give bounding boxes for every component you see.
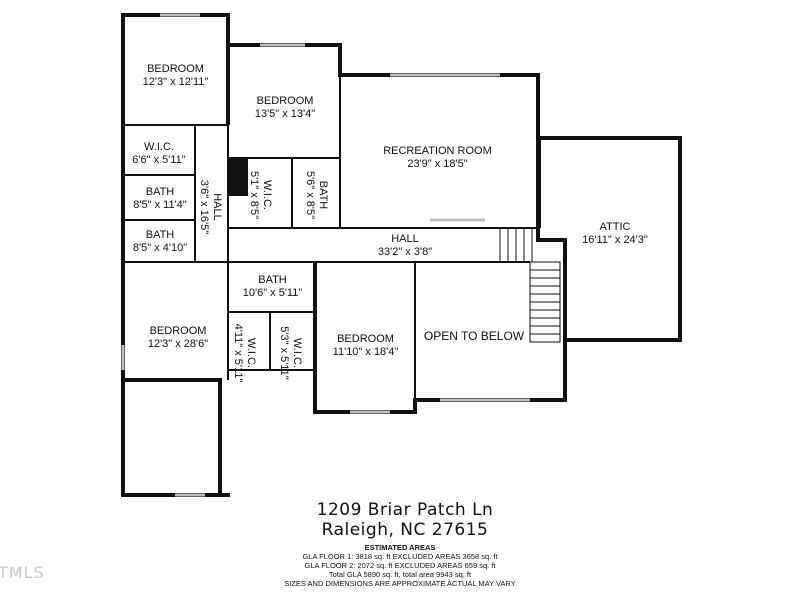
room-attic: ATTIC 16'11" x 24'3" xyxy=(565,221,665,247)
areas-line-4: SIZES AND DIMENSIONS ARE APPROXIMATE ACT… xyxy=(284,579,516,588)
room-bedroom-3: BEDROOM 12'3" x 28'6" xyxy=(128,325,228,351)
areas-line-1: GLA FLOOR 1: 3818 sq. ft EXCLUDED AREAS … xyxy=(302,552,498,561)
areas-line-3: Total GLA 5890 sq. ft, total area 9943 s… xyxy=(328,570,472,579)
room-dims: 12'3" x 28'6" xyxy=(147,338,209,350)
room-dims: 23'9" x 18'5" xyxy=(407,158,468,170)
room-name: HALL xyxy=(211,193,223,221)
room-dims: 16'11" x 24'3" xyxy=(582,234,648,246)
room-dims: 5'3" x 5'11" xyxy=(278,326,290,380)
room-name: W.I.C. xyxy=(245,338,257,368)
room-name: W.I.C. xyxy=(291,338,303,368)
room-dims: 10'6" x 5'11" xyxy=(242,287,303,299)
room-name: BATH xyxy=(145,229,175,241)
watermark: TMLS xyxy=(0,563,45,582)
room-bath-2: BATH 8'5" x 4'10" xyxy=(124,229,196,255)
room-dims: 33'2" x 3'8" xyxy=(377,246,433,258)
room-dims: 5'1" x 8'5" xyxy=(248,170,260,220)
room-open-below: OPEN TO BELOW xyxy=(418,330,530,343)
room-dims: 3'6" x 16'5" xyxy=(198,179,210,235)
room-bath-3: BATH 5'6" x 8'5" xyxy=(303,165,329,225)
property-address: 1209 Briar Patch Ln Raleigh, NC 27615 xyxy=(290,500,520,540)
room-name: ATTIC xyxy=(599,221,631,233)
room-dims: 8'5" x 11'4" xyxy=(133,199,187,211)
room-wic-3: W.I.C. 4'11" x 5'11" xyxy=(231,323,257,383)
room-name: BEDROOM xyxy=(256,95,314,107)
areas-heading: ESTIMATED AREAS xyxy=(364,543,436,552)
wall-bedroom-2 xyxy=(226,43,540,138)
room-dims: 11'10" x 18'4" xyxy=(332,346,399,358)
room-name: BEDROOM xyxy=(147,63,204,75)
windows xyxy=(121,13,530,497)
room-bedroom-2: BEDROOM 13'5" x 13'4" xyxy=(235,95,335,121)
address-line-1: 1209 Briar Patch Ln xyxy=(316,500,494,520)
wall-open-below xyxy=(313,238,567,414)
staircase xyxy=(499,228,561,343)
room-dims: 13'5" x 13'4" xyxy=(254,108,316,120)
room-name: RECREATION ROOM xyxy=(383,145,492,157)
room-dims: 5'6" x 8'5" xyxy=(304,170,316,220)
room-name: OPEN TO BELOW xyxy=(423,329,525,343)
room-recreation: RECREATION ROOM 23'9" x 18'5" xyxy=(355,145,520,171)
room-dims: 4'11" x 5'11" xyxy=(232,323,244,383)
estimated-areas: ESTIMATED AREAS GLA FLOOR 1: 3818 sq. ft… xyxy=(270,543,530,588)
room-bath-1: BATH 8'5" x 11'4" xyxy=(124,186,196,212)
room-hall-vertical: HALL 3'6" x 16'5" xyxy=(197,167,223,247)
room-wic-1: W.I.C. 6'6" x 5'11" xyxy=(124,141,194,167)
room-dims: 12'3" x 12'11" xyxy=(142,76,209,88)
room-bedroom-1: BEDROOM 12'3" x 12'11" xyxy=(128,63,223,89)
room-name: BEDROOM xyxy=(149,325,207,337)
room-name: HALL xyxy=(391,233,419,245)
room-name: BEDROOM xyxy=(337,333,394,345)
room-bedroom-4: BEDROOM 11'10" x 18'4" xyxy=(318,333,413,359)
room-bath-4: BATH 10'6" x 5'11" xyxy=(230,274,315,300)
room-dims: 6'6" x 5'11" xyxy=(132,154,186,166)
shaft-block xyxy=(228,158,248,196)
room-hall-horizontal: HALL 33'2" x 3'8" xyxy=(355,233,455,259)
areas-line-2: GLA FLOOR 2: 2072 sq. ft EXCLUDED AREAS … xyxy=(304,561,496,570)
room-name: BATH xyxy=(145,186,175,198)
room-name: BATH xyxy=(258,274,287,286)
address-line-2: Raleigh, NC 27615 xyxy=(321,520,489,540)
room-name: W.I.C. xyxy=(261,180,273,210)
room-name: W.I.C. xyxy=(144,141,174,153)
room-dims: 8'5" x 4'10" xyxy=(132,242,188,254)
wall-bedroom-3-leg xyxy=(121,380,220,497)
room-wic-4: W.I.C. 5'3" x 5'11" xyxy=(277,323,303,383)
room-wic-2: W.I.C. 5'1" x 8'5" xyxy=(247,165,273,225)
room-name: BATH xyxy=(317,180,329,210)
